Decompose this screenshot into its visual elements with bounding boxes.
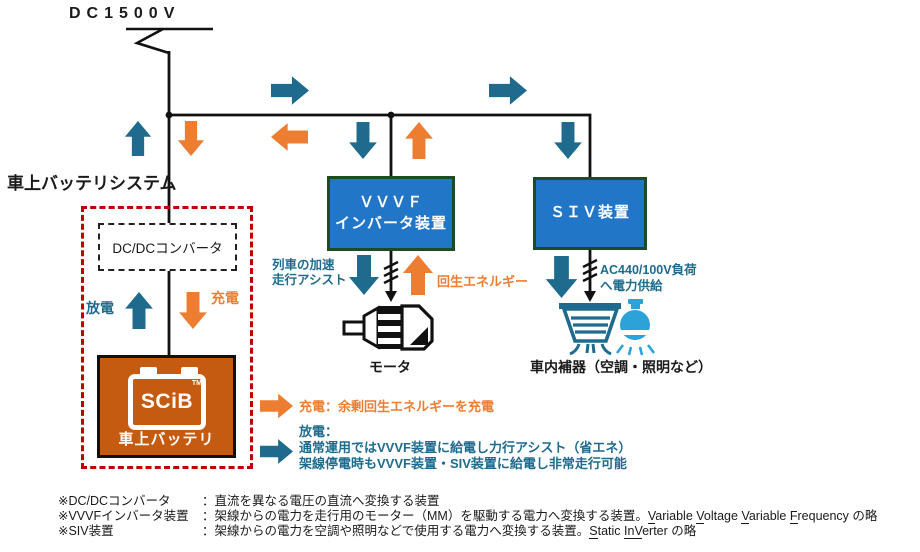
bus-flow-arrow-right (271, 76, 309, 105)
air-conditioner-icon (559, 303, 621, 356)
dcdc-converter-label: DC/DCコンバータ (112, 241, 223, 256)
onboard-battery-label: 車上バッテリ (118, 431, 215, 448)
legend-discharge-arrow (260, 439, 293, 464)
trademark-symbol: TM (191, 380, 202, 387)
pantograph-symbol (126, 27, 213, 55)
regen-energy-note: 回生エネルギー (437, 274, 529, 289)
motor-label: モータ (369, 359, 411, 375)
footnote-term: ※SIV装置 (58, 524, 114, 539)
junction-dot (165, 111, 173, 119)
motor-icon (342, 304, 434, 351)
dc1500v-label: DC1500V (69, 5, 181, 22)
footnote-row: ※SIV装置 ：架線からの電力を空調や照明などで使用する電力へ変換する装置。St… (58, 524, 877, 540)
onboard-battery-system-label: 車上バッテリシステム (7, 174, 177, 193)
vvvf-inverter-box: ＶＶＶＦ インバータ装置 (327, 176, 455, 251)
battery-system-boundary (81, 206, 253, 469)
charge-label: 充電 (211, 290, 239, 306)
appliances-label: 車内補器（空調・照明など） (530, 359, 712, 375)
junction-dot (387, 111, 395, 119)
train-assist-note: 列車の加速 走行アシスト (272, 258, 347, 287)
onboard-battery-box: SCiB TM 車上バッテリ (97, 355, 236, 458)
main-bus-wire (169, 113, 592, 177)
discharge-flow-arrow-up (124, 121, 152, 156)
scib-brand: SCiB (140, 390, 194, 413)
light-bulb-icon (615, 299, 656, 356)
motor-drive-arrow-down (349, 255, 379, 295)
legend-charge-text: 充電：余剰回生エネルギーを充電 (299, 399, 495, 414)
motor-regen-arrow-up (403, 255, 433, 295)
regen-flow-arrow-left (271, 123, 308, 151)
vvvf-regen-arrow-up (405, 122, 433, 159)
battery-terminal-icon (140, 367, 157, 375)
footnote-description: ：架線からの電力を空調や照明などで使用する電力へ変換する装置。Static In… (202, 524, 697, 540)
legend-discharge-text: 放電： 通常運用ではVVVF装置に給電し力行アシスト（省エネ） 架線停電時もVV… (299, 424, 632, 472)
discharge-label: 放電 (86, 300, 114, 316)
battery-icon: SCiB TM (128, 374, 206, 430)
vvvf-supply-arrow-down (349, 122, 377, 159)
bus-wires (167, 51, 592, 357)
dcdc-converter-box: DC/DCコンバータ (98, 223, 237, 271)
footnotes: ※DC/DCコンバータ ：直流を異なる電圧の直流へ変換する装置 ※VVVFインバ… (58, 494, 877, 540)
wire-arrowhead (385, 291, 397, 302)
footnote-term: ※DC/DCコンバータ (58, 494, 171, 508)
wire-arrowhead (584, 291, 596, 302)
footnote-description: ：直流を異なる電圧の直流へ変換する装置 (202, 494, 440, 508)
footnote-row: ※DC/DCコンバータ ：直流を異なる電圧の直流へ変換する装置 (58, 494, 877, 509)
battery-terminal-icon (181, 367, 198, 375)
load-supply-arrow-down (545, 256, 578, 298)
charge-flow-arrow-down (177, 121, 205, 156)
footnote-term: ※VVVFインバータ装置 (58, 509, 189, 524)
legend-charge-arrow (260, 393, 293, 419)
bus-flow-arrow-right (489, 76, 527, 105)
ac-load-note: AC440/100V負荷 へ電力供給 (600, 263, 697, 294)
siv-supply-arrow-down (554, 122, 582, 159)
ac-conversion-ticks (383, 258, 598, 285)
footnote-row: ※VVVFインバータ装置 ：架線からの電力を走行用のモーター（MM）を駆動する電… (58, 509, 878, 525)
siv-device-box: ＳＩＶ装置 (533, 177, 647, 250)
footnote-description: ：架線からの電力を走行用のモーター（MM）を駆動する電力へ変換する装置。Vari… (202, 509, 878, 525)
